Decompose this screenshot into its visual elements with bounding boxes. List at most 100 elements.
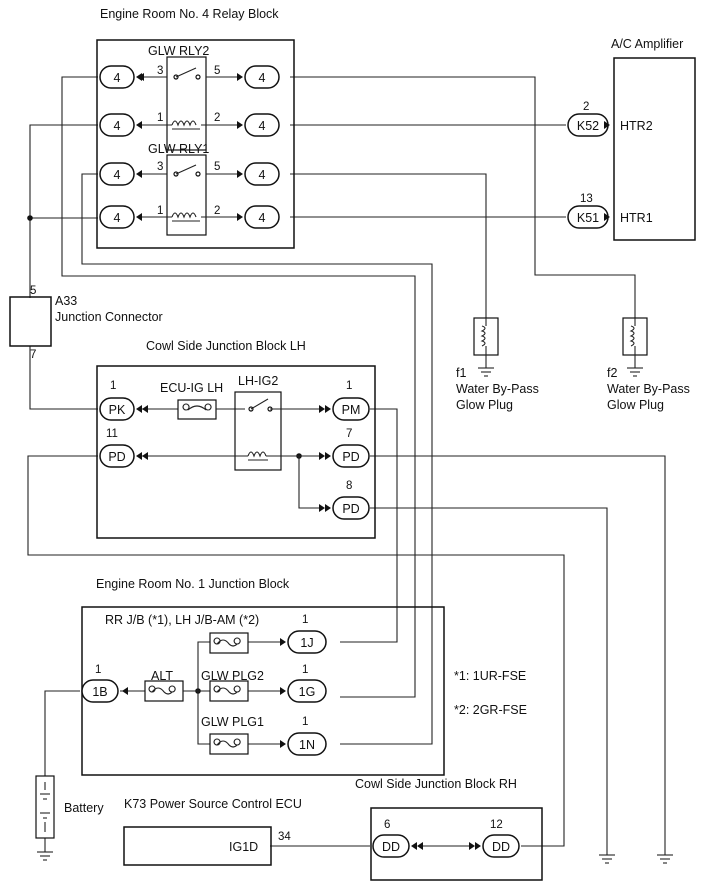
connector-pd-8 bbox=[332, 496, 370, 520]
connector-dd-12-label: DD bbox=[492, 840, 510, 854]
note-2: *2: 2GR-FSE bbox=[454, 703, 527, 717]
connector-pk bbox=[99, 397, 135, 421]
alt-label: ALT bbox=[151, 669, 173, 683]
glow-plug-f2 bbox=[622, 317, 648, 377]
connector-1n-label: 1N bbox=[299, 738, 315, 752]
junction-dot-a33 bbox=[27, 215, 33, 221]
ecu-ig-lh-label: ECU-IG LH bbox=[160, 381, 223, 395]
connector-4-c-label: 4 bbox=[114, 168, 121, 182]
pd-8-pin: 8 bbox=[346, 480, 352, 492]
connector-dd-12 bbox=[482, 834, 520, 858]
k52-pin-number: 2 bbox=[583, 101, 589, 113]
1n-pin: 1 bbox=[302, 716, 308, 728]
rr-jb-label: RR J/B (*1), LH J/B-AM (*2) bbox=[105, 613, 259, 627]
connector-1b bbox=[81, 679, 119, 703]
connector-pm bbox=[332, 397, 370, 421]
cowl-lh-title: Cowl Side Junction Block LH bbox=[146, 339, 306, 353]
rly1-pin2: 2 bbox=[214, 205, 220, 217]
connector-pk-label: PK bbox=[109, 403, 126, 417]
ecu-pin-label: IG1D bbox=[229, 840, 258, 854]
htr2-label: HTR2 bbox=[620, 119, 653, 133]
connector-4-a bbox=[99, 65, 135, 89]
rly2-pin5: 5 bbox=[214, 65, 220, 77]
connector-4-g bbox=[244, 162, 280, 186]
lh-ig2-label: LH-IG2 bbox=[238, 374, 278, 388]
glow-plug-f1 bbox=[473, 317, 499, 377]
connector-pd-11-label: PD bbox=[108, 450, 125, 464]
connector-pd-8-label: PD bbox=[342, 502, 359, 516]
glw-plg1-label: GLW PLG1 bbox=[201, 715, 264, 729]
f1-line2: Glow Plug bbox=[456, 398, 513, 412]
1b-pin: 1 bbox=[95, 664, 101, 676]
connector-4-a-label: 4 bbox=[114, 71, 121, 85]
connector-4-f bbox=[244, 113, 280, 137]
cowl-rh-title: Cowl Side Junction Block RH bbox=[355, 777, 517, 791]
ecu-title: K73 Power Source Control ECU bbox=[124, 797, 302, 811]
rly1-pin1: 1 bbox=[157, 205, 163, 217]
connector-1n bbox=[287, 732, 327, 756]
glw-rly2-label: GLW RLY2 bbox=[148, 44, 209, 58]
relay-glw-rly2 bbox=[137, 56, 240, 151]
pm-pin: 1 bbox=[346, 380, 352, 392]
note-1: *1: 1UR-FSE bbox=[454, 669, 526, 683]
connector-4-c bbox=[99, 162, 135, 186]
pk-pin: 1 bbox=[110, 380, 116, 392]
connector-4-g-label: 4 bbox=[259, 168, 266, 182]
connector-dd-6-label: DD bbox=[382, 840, 400, 854]
f2-line2: Glow Plug bbox=[607, 398, 664, 412]
connector-1b-label: 1B bbox=[92, 685, 107, 699]
relay-block-4-title: Engine Room No. 4 Relay Block bbox=[100, 7, 279, 21]
relay4-connectors: 4 4 4 4 4 4 4 4 bbox=[99, 65, 280, 229]
connector-pd-7-label: PD bbox=[342, 450, 359, 464]
rly2-pin2: 2 bbox=[214, 112, 220, 124]
connector-dd-6 bbox=[372, 834, 410, 858]
f2-line1: Water By-Pass bbox=[607, 382, 690, 396]
connector-pm-label: PM bbox=[342, 403, 361, 417]
a33-label: Junction Connector bbox=[55, 310, 163, 324]
a33-id: A33 bbox=[55, 294, 77, 308]
fuse-1j bbox=[209, 632, 249, 654]
connector-4-h-label: 4 bbox=[259, 211, 266, 225]
rly1-pin3: 3 bbox=[157, 161, 163, 173]
ecu-pin-number: 34 bbox=[278, 831, 291, 843]
wire-a33-to-relay4 bbox=[29, 124, 98, 410]
wires bbox=[27, 76, 666, 855]
glw-rly1-label: GLW RLY1 bbox=[148, 142, 209, 156]
ground-symbol-pd8 bbox=[599, 854, 615, 864]
rly2-pin3: 3 bbox=[157, 65, 163, 77]
connector-k52-label: K52 bbox=[577, 119, 599, 133]
k51-pin-number: 13 bbox=[580, 193, 593, 205]
connector-1g-label: 1G bbox=[299, 685, 316, 699]
a33-pin5: 5 bbox=[30, 285, 36, 297]
ac-amplifier-title: A/C Amplifier bbox=[611, 37, 683, 51]
f2-id: f2 bbox=[607, 366, 617, 380]
1j-pin: 1 bbox=[302, 614, 308, 626]
connector-4-d bbox=[99, 205, 135, 229]
engine-room-1-title: Engine Room No. 1 Junction Block bbox=[96, 577, 290, 591]
connector-4-e bbox=[244, 65, 280, 89]
relay-glw-rly1 bbox=[137, 154, 240, 236]
junction-connector-a33-box bbox=[9, 296, 52, 347]
rly2-pin1: 1 bbox=[157, 112, 163, 124]
htr1-label: HTR1 bbox=[620, 211, 653, 225]
connector-pd-11 bbox=[99, 444, 135, 468]
connector-4-b bbox=[99, 113, 135, 137]
glw-plg2-label: GLW PLG2 bbox=[201, 669, 264, 683]
connector-1j-label: 1J bbox=[300, 636, 313, 650]
relay-block-4-box bbox=[96, 39, 295, 249]
a33-pin7: 7 bbox=[30, 349, 36, 361]
pd-11-pin: 11 bbox=[106, 428, 118, 440]
cowl-rh-box bbox=[370, 807, 543, 881]
connector-1g bbox=[287, 679, 327, 703]
pd-7-pin: 7 bbox=[346, 428, 352, 440]
relay-lh-ig2-box bbox=[234, 391, 282, 471]
connector-4-e-label: 4 bbox=[259, 71, 266, 85]
connector-1j bbox=[287, 630, 327, 654]
dd-6-pin: 6 bbox=[384, 819, 390, 831]
connector-4-d-label: 4 bbox=[114, 211, 121, 225]
connector-4-b-label: 4 bbox=[114, 119, 121, 133]
f1-id: f1 bbox=[456, 366, 466, 380]
f1-line1: Water By-Pass bbox=[456, 382, 539, 396]
connector-k51-label: K51 bbox=[577, 211, 599, 225]
